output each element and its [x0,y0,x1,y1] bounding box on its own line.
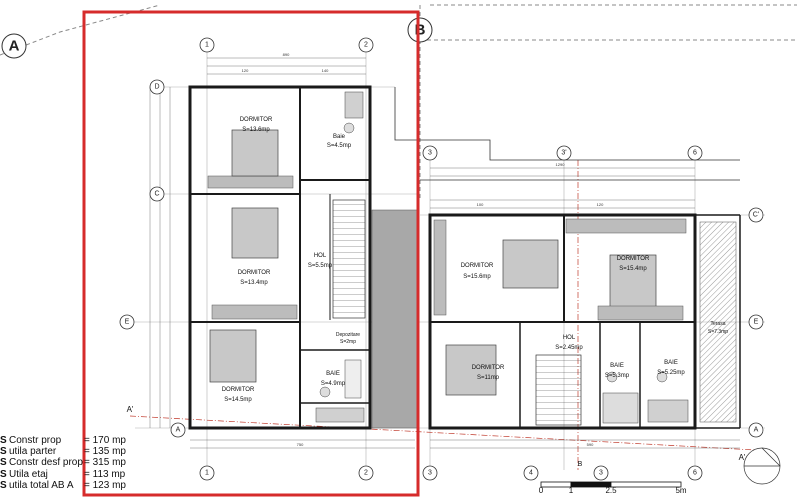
svg-text:750: 750 [297,442,304,447]
room-area: S=4.9mp [321,381,346,387]
room-name: DORMITOR [461,263,494,269]
room-area: S=13.4mp [240,280,268,286]
scale-tick: 1 [569,486,574,495]
svg-text:3: 3 [428,470,432,477]
svg-text:1: 1 [205,42,209,49]
room-area: S=2mp [340,339,356,345]
svg-text:E: E [125,319,130,326]
room-name: DORMITOR [617,256,650,262]
scale-tick: 5m [675,486,686,495]
room-name: DORMITOR [472,365,505,371]
svg-text:6: 6 [693,470,697,477]
left-block-fills [207,91,418,429]
svg-text:A': A' [739,453,746,462]
svg-text:3: 3 [599,470,603,477]
room-area: S=11mp [477,375,500,381]
room-area: S=5.3mp [605,373,630,379]
room-area: S=5.5mp [308,263,333,269]
section-marker-b: B [407,17,433,43]
svg-text:E: E [754,319,759,326]
room-area: S=4.5mp [327,143,352,149]
svg-text:C: C [154,191,159,198]
room-name: Terasa [710,321,725,327]
left-block-walls [188,85,372,430]
room-area: S=14.5mp [224,397,252,403]
room-area: S=2.45mp [555,345,583,351]
room-name: BAIE [664,360,678,366]
scale-tick: 0 [539,486,544,495]
svg-text:2: 2 [364,470,368,477]
svg-text:D: D [154,84,159,91]
svg-text:A: A [754,427,759,434]
svg-text:4: 4 [529,470,533,477]
svg-text:3': 3' [561,150,566,157]
room-area: S=5.25mp [657,370,685,376]
room-area: S=13.6mp [242,127,270,133]
north-arrow-icon [743,447,781,485]
room-name: BAIE [610,363,624,369]
svg-text:140: 140 [322,68,329,73]
svg-text:6: 6 [693,150,697,157]
right-block-fills [433,218,737,426]
room-name: Depozitare [336,332,360,338]
scale-tick: 2.5 [605,486,617,495]
svg-text:890: 890 [283,52,290,57]
svg-text:120: 120 [597,202,604,207]
svg-text:120: 120 [242,68,249,73]
svg-text:C': C' [753,212,759,219]
svg-text:A: A [9,38,20,55]
axis-bubbles [119,37,764,481]
right-block-walls [428,213,741,430]
section-marker-a: A [1,33,27,59]
room-area: S=15.4mp [619,266,647,272]
room-name: DORMITOR [240,117,273,123]
svg-text:3: 3 [428,150,432,157]
room-name: HOL [563,335,576,341]
dimension-labels: 890 120 140 1290 100 120 750 590 [242,52,604,447]
site-outline [0,4,797,200]
left-room-labels: DORMITOR S=13.6mp Baie S=4.5mp DORMITOR … [222,117,361,403]
room-name: DORMITOR [222,387,255,393]
room-name: Baie [333,134,346,140]
room-name: BAIE [326,371,340,377]
svg-text:B: B [415,22,426,39]
right-room-labels: DORMITOR S=15.6mp DORMITOR S=15.4mp DORM… [461,256,729,381]
svg-text:2: 2 [364,42,368,49]
room-area: S=15.6mp [463,274,491,280]
axis-bubble-labels: 1 2 1 2 3 3' 6 3 4 3 6 D C E C' E A A [125,42,760,477]
room-name: DORMITOR [238,270,271,276]
svg-text:A: A [176,427,181,434]
roof-outline [394,87,740,181]
svg-text:590: 590 [587,442,594,447]
dimension-lines [149,57,740,449]
svg-text:1290: 1290 [556,162,566,167]
room-area: S=7.3mp [708,329,728,335]
highlight-frame [82,10,420,497]
scale-bar: 0 1 2.5 5m [539,481,687,495]
svg-text:B: B [578,461,583,468]
room-name: HOL [314,253,327,259]
svg-text:1: 1 [205,470,209,477]
svg-text:100: 100 [477,202,484,207]
section-a-prime-marks: A' A' B [127,405,746,468]
svg-text:A': A' [127,405,134,414]
